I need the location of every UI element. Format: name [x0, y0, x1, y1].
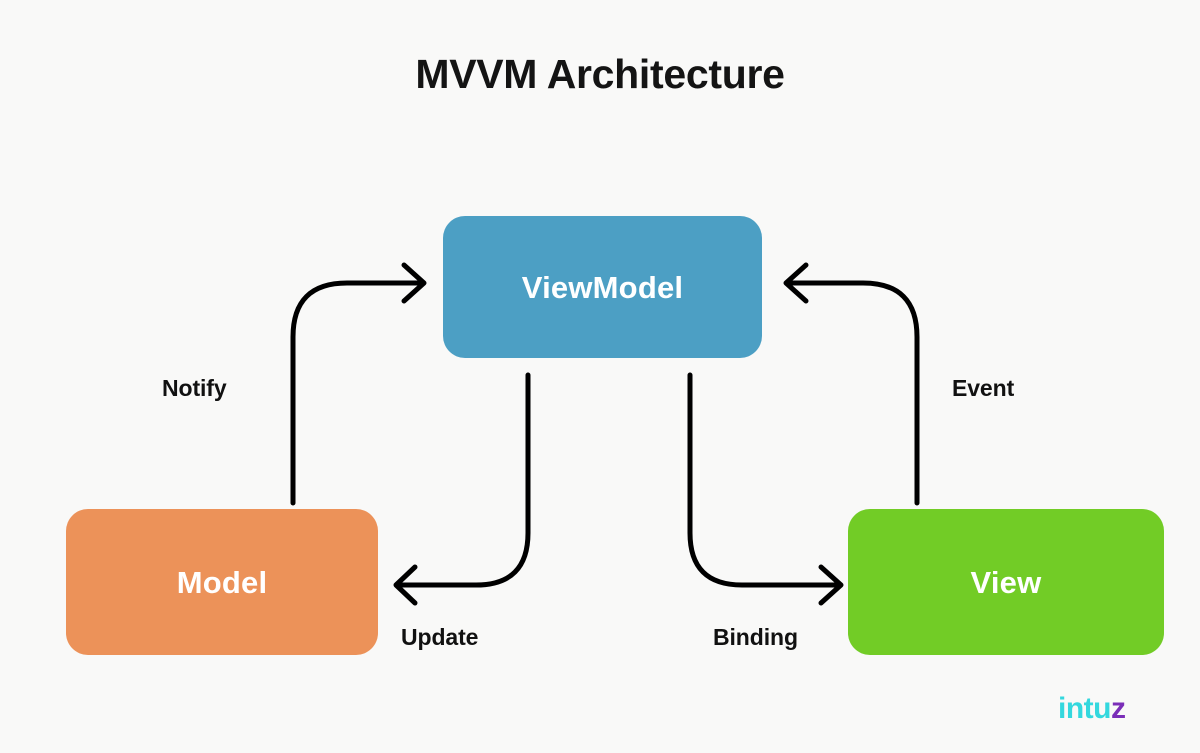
page-title: MVVM Architecture — [415, 51, 785, 97]
brand-logo-main-text: intu — [1058, 692, 1111, 725]
edge-event-arrowhead — [783, 262, 809, 304]
node-model[interactable]: Model — [66, 509, 378, 655]
edge-label-update: Update — [401, 624, 479, 650]
node-viewmodel[interactable]: ViewModel — [443, 216, 762, 358]
edge-notify — [290, 262, 427, 506]
edge-binding-line — [687, 372, 841, 588]
edge-update-arrowhead — [393, 564, 418, 606]
brand-logo-accent-text: z — [1110, 692, 1126, 725]
edge-binding-arrowhead — [818, 564, 844, 606]
edge-update — [393, 372, 531, 606]
node-viewmodel-label: ViewModel — [521, 269, 684, 305]
edge-label-event: Event — [952, 375, 1015, 401]
edge-notify-arrowhead — [401, 262, 427, 304]
edge-label-notify: Notify — [162, 375, 227, 401]
node-view[interactable]: View — [848, 509, 1164, 655]
edge-update-line — [397, 372, 531, 588]
node-view-label: View — [970, 564, 1042, 600]
edge-event — [783, 262, 920, 506]
edge-binding — [687, 372, 844, 606]
edge-event-line — [786, 280, 920, 506]
edge-notify-line — [290, 280, 424, 506]
node-model-label: Model — [176, 564, 268, 600]
edge-label-binding: Binding — [713, 624, 798, 650]
brand-logo[interactable]: intuz — [1058, 694, 1150, 728]
